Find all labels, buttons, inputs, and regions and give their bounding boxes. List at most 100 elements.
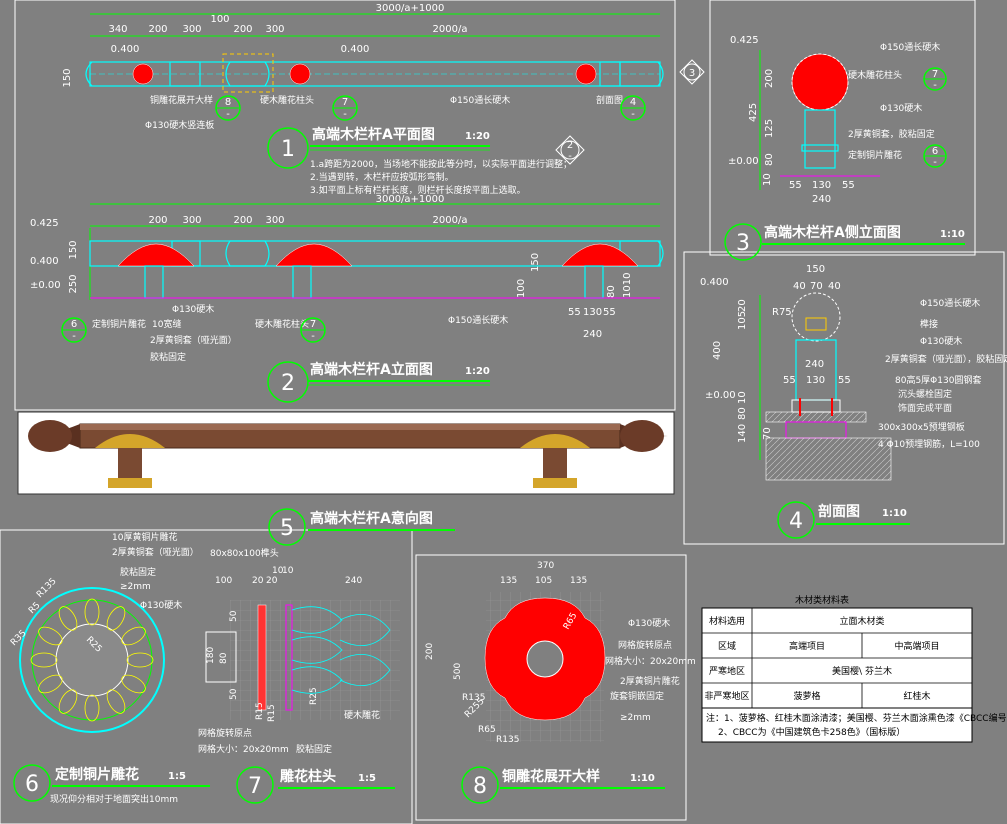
- svg-text:1:5: 1:5: [358, 773, 376, 784]
- svg-text:饰面完成平面: 饰面完成平面: [898, 402, 952, 414]
- svg-text:2厚黄铜套（哑光面）: 2厚黄铜套（哑光面）: [150, 334, 237, 346]
- svg-text:20: 20: [252, 576, 264, 586]
- svg-text:R75: R75: [772, 307, 792, 318]
- petal-ornament: [121, 626, 146, 646]
- v3-callout-6[interactable]: 6 -: [923, 144, 947, 168]
- svg-text:2厚黄铜片雕花: 2厚黄铜片雕花: [620, 675, 680, 687]
- svg-text:高端木栏杆A立面图: 高端木栏杆A立面图: [310, 361, 433, 378]
- svg-text:-: -: [933, 157, 937, 168]
- svg-text:旋套铜嵌固定: 旋套铜嵌固定: [610, 690, 664, 702]
- petal-ornament: [58, 606, 78, 631]
- material-table-caption: 木材类材料表: [795, 594, 849, 606]
- petal-ornament: [84, 598, 100, 626]
- v1-label-rail: Φ150通长硬木: [450, 94, 510, 106]
- svg-text:80: 80: [737, 407, 748, 420]
- v1-callout-2[interactable]: 2 -: [555, 135, 585, 165]
- v8-title-block: 8 铜雕花展开大样 1:10: [461, 766, 665, 804]
- svg-text:-: -: [226, 109, 230, 120]
- svg-text:胶粘固定: 胶粘固定: [120, 566, 156, 578]
- svg-text:425: 425: [748, 103, 759, 122]
- v2-title-block: 2 高端木栏杆A立面图 1:20: [267, 361, 490, 403]
- svg-text:±0.00: ±0.00: [30, 280, 61, 291]
- svg-text:0.400: 0.400: [700, 277, 729, 288]
- svg-text:高端木栏杆A意向图: 高端木栏杆A意向图: [310, 510, 433, 527]
- svg-text:0.425: 0.425: [730, 35, 759, 46]
- svg-text:网格大小：20x20mm: 网格大小：20x20mm: [198, 743, 289, 755]
- view-5-render: 5 高端木栏杆A意向图: [17, 411, 675, 546]
- v2-callout-6[interactable]: 6 -: [61, 317, 87, 343]
- svg-text:R15: R15: [267, 704, 277, 722]
- svg-text:4: 4: [789, 509, 803, 534]
- svg-text:100: 100: [215, 576, 232, 586]
- v1-callout-7[interactable]: 7 -: [332, 95, 358, 121]
- svg-text:R5: R5: [27, 601, 43, 617]
- v1-callout-3[interactable]: 3: [679, 59, 705, 85]
- svg-text:150: 150: [530, 253, 541, 272]
- svg-text:10: 10: [272, 566, 284, 576]
- v5-title-block: 5 高端木栏杆A意向图: [268, 508, 455, 546]
- svg-text:非严寒地区: 非严寒地区: [704, 690, 749, 702]
- v1-label-section: 剖面图: [596, 94, 623, 106]
- svg-text:200: 200: [148, 215, 167, 226]
- svg-text:剖面图: 剖面图: [818, 503, 860, 520]
- svg-text:55: 55: [603, 307, 616, 318]
- v2-callout-7[interactable]: 7 -: [300, 317, 326, 343]
- svg-text:2: 2: [281, 371, 295, 396]
- svg-text:3: 3: [736, 231, 750, 256]
- v1-callout-8[interactable]: 8 -: [215, 95, 241, 121]
- svg-text:80高5厚Φ130圆钢套: 80高5厚Φ130圆钢套: [895, 374, 981, 386]
- svg-text:6: 6: [71, 319, 77, 330]
- svg-text:网格旋转原点: 网格旋转原点: [198, 727, 252, 739]
- v1-note-3: 3.如平面上标有栏杆长度，则栏杆长度按平面上选取。: [310, 184, 526, 196]
- v1-dim-200a: 200: [148, 24, 167, 35]
- svg-text:2厚黄铜套，胶粘固定: 2厚黄铜套，胶粘固定: [848, 128, 935, 140]
- v4-title-block: 4 剖面图 1:10: [777, 501, 910, 539]
- v1-slope-2: 0.400: [341, 44, 370, 55]
- svg-text:55: 55: [789, 180, 802, 191]
- svg-text:135: 135: [570, 576, 587, 586]
- v1-callout-4[interactable]: 4 -: [620, 95, 646, 121]
- svg-text:±0.00: ±0.00: [728, 156, 759, 167]
- v1-span: 2000/a: [433, 24, 468, 35]
- view-6-copper: 10厚黄铜片雕花 2厚黄铜套（哑光面） 胶粘固定 ≥2mm Φ130硬木 R13…: [9, 531, 210, 805]
- svg-text:区域: 区域: [718, 640, 736, 652]
- svg-text:注：1、菠萝格、红桂木面涂清漆；美国樱、芬兰木面涂熏色漆《C: 注：1、菠萝格、红桂木面涂清漆；美国樱、芬兰木面涂熏色漆《CBCC编号0914》: [706, 712, 1007, 724]
- svg-text:中高端项目: 中高端项目: [894, 640, 939, 652]
- v3-callout-7[interactable]: 7 -: [923, 67, 947, 91]
- svg-text:55: 55: [568, 307, 581, 318]
- svg-text:80: 80: [606, 285, 617, 298]
- petal-ornament: [38, 626, 63, 646]
- svg-text:现况仰分相对于地面突出10mm: 现况仰分相对于地面突出10mm: [50, 793, 178, 805]
- svg-text:沉头螺栓固定: 沉头螺栓固定: [898, 388, 952, 400]
- svg-text:Φ130硬木: Φ130硬木: [880, 102, 922, 114]
- svg-text:20: 20: [266, 576, 278, 586]
- svg-text:高端项目: 高端项目: [789, 640, 825, 652]
- svg-text:250: 250: [68, 274, 79, 293]
- svg-text:180: 180: [206, 647, 216, 664]
- svg-text:240: 240: [345, 576, 362, 586]
- svg-text:1:10: 1:10: [630, 773, 655, 784]
- svg-text:1:10: 1:10: [882, 508, 907, 519]
- svg-text:200: 200: [764, 69, 775, 88]
- v2-top-dim: 3000/a+1000: [376, 194, 445, 205]
- svg-text:美国樱\ 芬兰木: 美国樱\ 芬兰木: [832, 665, 892, 677]
- svg-text:105: 105: [535, 576, 552, 586]
- svg-text:135: 135: [500, 576, 517, 586]
- svg-text:硬木雕花柱头: 硬木雕花柱头: [255, 318, 309, 330]
- svg-text:榫接: 榫接: [920, 318, 938, 330]
- petal-ornament: [38, 674, 63, 694]
- svg-text:1:10: 1:10: [940, 229, 965, 240]
- v1-dim-200b: 200: [233, 24, 252, 35]
- svg-text:125: 125: [764, 119, 775, 138]
- svg-text:7: 7: [248, 774, 262, 799]
- svg-text:2: 2: [567, 140, 573, 151]
- svg-text:3: 3: [689, 68, 695, 79]
- svg-text:红桂木: 红桂木: [903, 690, 930, 702]
- svg-text:7: 7: [932, 69, 938, 80]
- petal-ornament: [84, 694, 100, 722]
- svg-text:≥2mm: ≥2mm: [620, 713, 651, 723]
- svg-text:150: 150: [68, 240, 79, 259]
- svg-text:50: 50: [229, 610, 239, 622]
- view-1-plan: 3000/a+1000 340 200 300 100 200 300 2000…: [62, 3, 705, 196]
